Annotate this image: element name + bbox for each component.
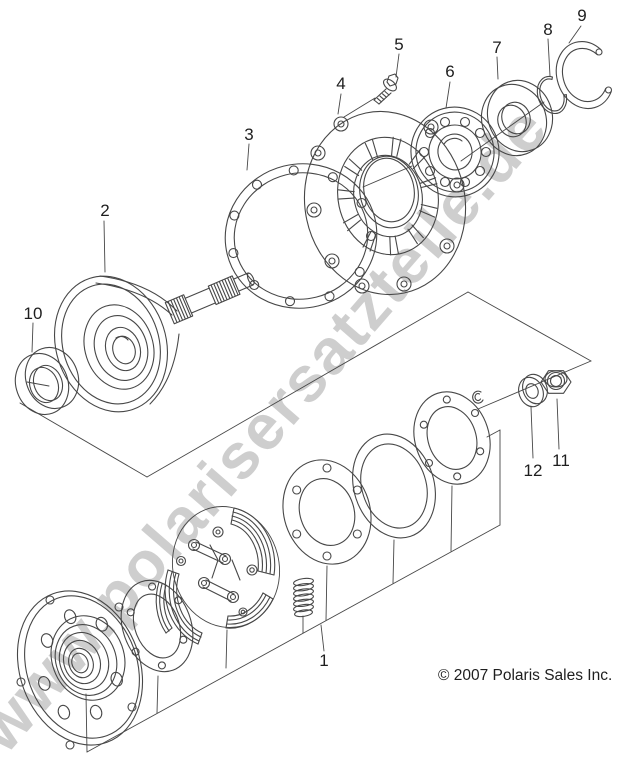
callout-labels: 1 2 3 4 5 6 7 8 9 10 11 12 xyxy=(24,6,587,670)
end-gasket xyxy=(413,391,491,485)
leader-line-3 xyxy=(246,143,250,171)
leader-line-1 xyxy=(320,624,325,652)
callout-4: 4 xyxy=(336,74,345,93)
leader-line-6 xyxy=(445,81,451,109)
leader-line-10 xyxy=(31,322,34,353)
part-4-cover-plate xyxy=(303,110,467,296)
part-10-spacer-ring xyxy=(14,346,80,416)
callout-7: 7 xyxy=(492,38,501,57)
part-1-clutch-assembly xyxy=(16,390,491,750)
part-11-nut xyxy=(540,370,572,394)
leader-line-7 xyxy=(496,56,499,80)
leader-line-12 xyxy=(530,406,534,459)
part-5-bolt xyxy=(373,73,399,105)
friction-disc xyxy=(282,459,372,565)
callout-3: 3 xyxy=(244,125,253,144)
copyright-text: © 2007 Polaris Sales Inc. xyxy=(438,667,612,684)
callout-6: 6 xyxy=(445,62,454,81)
callout-8: 8 xyxy=(543,20,552,39)
callout-12: 12 xyxy=(524,461,543,480)
part-2-clutch-drum xyxy=(53,275,180,413)
leader-line-11 xyxy=(556,398,560,450)
callout-2: 2 xyxy=(100,201,109,220)
upper-panel-outline xyxy=(19,291,592,478)
clutch-spring xyxy=(293,577,314,618)
callout-11: 11 xyxy=(552,451,570,470)
e-clip xyxy=(472,390,484,404)
leader-line-9 xyxy=(568,25,582,44)
callout-5: 5 xyxy=(394,35,403,54)
diagram-line-art xyxy=(14,25,613,753)
leader-lines xyxy=(31,25,582,652)
part-12-washer xyxy=(518,373,548,408)
leader-line-8 xyxy=(547,38,551,77)
callout-1: 1 xyxy=(319,651,328,670)
leader-line-5 xyxy=(395,53,400,78)
leader-line-2 xyxy=(103,220,106,273)
part-3-gasket xyxy=(224,163,378,309)
clutch-shoes xyxy=(155,506,281,645)
callout-10: 10 xyxy=(24,304,43,323)
part-9-retaining-ring xyxy=(555,41,613,109)
part-7-washer xyxy=(480,79,554,157)
hub-gasket xyxy=(120,579,194,673)
leader-line-4 xyxy=(337,93,342,115)
callout-9: 9 xyxy=(577,6,586,25)
